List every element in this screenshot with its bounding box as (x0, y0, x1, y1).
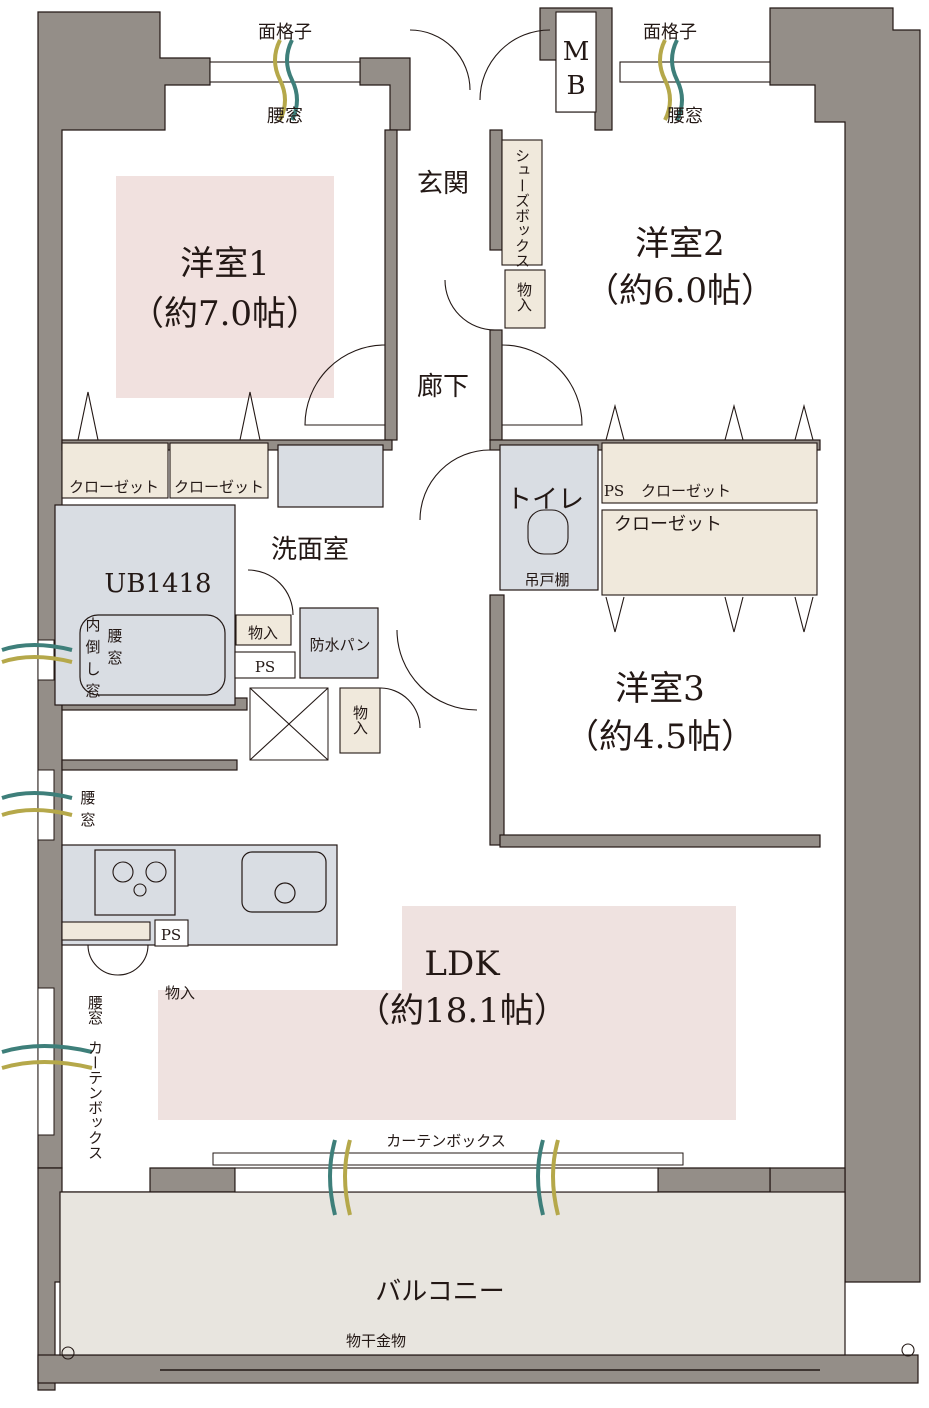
ps-toilet-label: PS (604, 482, 624, 500)
closet-b (169, 442, 269, 499)
hallway-label: 廊下 (417, 372, 469, 402)
closet-a (61, 442, 169, 499)
closet-c-label: クローゼット (641, 482, 731, 500)
stove-icon (94, 849, 176, 916)
closet-d-label: クローゼット (614, 514, 722, 535)
storage-hall-box (339, 687, 381, 754)
ldk-highlight (402, 906, 736, 1120)
closet-d (601, 509, 818, 596)
bath-window-char: 倒 (85, 638, 100, 656)
room1-name: 洋室1 (180, 244, 270, 284)
lattice-left-label: 面格子 (258, 22, 312, 43)
hanging-shelf-label: 吊戸棚 (524, 571, 569, 589)
room3-size: （約4.5帖） (565, 717, 755, 757)
entrance-label: 玄関 (417, 169, 469, 199)
curtain-box-label: カーテンボックス (386, 1132, 506, 1150)
ps-kitchen-box (154, 919, 189, 947)
waist-window-left-label: 腰窓 (267, 106, 303, 127)
bath-window-char: し (85, 660, 100, 678)
washroom-counter (277, 444, 384, 508)
balcony-label: バルコニー (375, 1277, 504, 1307)
unit-bath-label: UB1418 (104, 569, 211, 599)
storage-hall-label: 物入 (351, 705, 369, 735)
room3-name: 洋室3 (615, 669, 705, 709)
waist-window-low-label: 腰窓 (86, 995, 104, 1025)
storage-wash-label: 物入 (248, 624, 278, 642)
ps-kitchen-label: PS (161, 926, 181, 944)
bath-window2-char: 窓 (107, 649, 122, 667)
closet-c (601, 442, 818, 504)
closet-b-label: クローゼット (174, 478, 264, 496)
meter-box (555, 11, 597, 113)
drain-icon (274, 882, 296, 904)
room2-size: （約6.0帖） (585, 271, 775, 311)
ldk-highlight-2 (158, 990, 402, 1120)
washroom-label: 洗面室 (271, 535, 349, 565)
shoe-box-label: シューズボックス (513, 148, 531, 268)
drain-marker-left (61, 1346, 75, 1360)
bathtub (79, 614, 226, 696)
drying-hardware-label: 物干金物 (346, 1332, 406, 1350)
bath-window-char: 内 (85, 616, 100, 634)
ldk-size: （約18.1帖） (356, 991, 568, 1031)
bath-window-label: 内 倒 し 窓 腰 窓 (85, 616, 122, 700)
waist-window-mid-char: 窓 (80, 811, 95, 829)
airflow-icons (1, 39, 684, 1216)
closet-a-label: クローゼット (69, 478, 159, 496)
room2-name: 洋室2 (635, 224, 725, 264)
hanger-marks (77, 391, 814, 633)
storage-wash-box (235, 614, 292, 646)
bath-window2-char: 腰 (107, 627, 122, 645)
lattice-right-label: 面格子 (643, 22, 697, 43)
drain-marker-right (901, 1343, 915, 1357)
sink-icon (241, 851, 327, 913)
storage-entry-box (504, 269, 546, 329)
ps-wash-box (234, 651, 296, 679)
meter-box-b: B (566, 71, 585, 101)
balcony-floor (59, 1191, 846, 1356)
storage-entry-label: 物入 (515, 282, 533, 312)
toilet-bowl-icon (527, 509, 569, 555)
ps-wash-label: PS (255, 658, 275, 676)
toilet-area (499, 444, 599, 591)
bath-window-char: 窓 (85, 682, 100, 700)
waterproof-pan-box (299, 607, 379, 679)
shoe-box (501, 139, 543, 266)
meter-box-m: M (563, 37, 590, 67)
storage-kitchen-label: 物入 (165, 984, 195, 1002)
waterproof-pan-label: 防水パン (310, 636, 371, 654)
room1-size: （約7.0帖） (130, 294, 320, 334)
unit-bath-area (54, 504, 236, 706)
waist-window-right-label: 腰窓 (667, 106, 703, 127)
curtain-box-side-label: カーテンボックス (86, 1040, 104, 1160)
room1-highlight (116, 176, 334, 398)
waist-window-mid-char: 腰 (80, 789, 95, 807)
waist-window-mid-label: 腰 窓 (80, 789, 95, 829)
ldk-name: LDK (424, 944, 500, 984)
doors (87, 29, 583, 976)
toilet-label: トイレ (506, 485, 584, 515)
